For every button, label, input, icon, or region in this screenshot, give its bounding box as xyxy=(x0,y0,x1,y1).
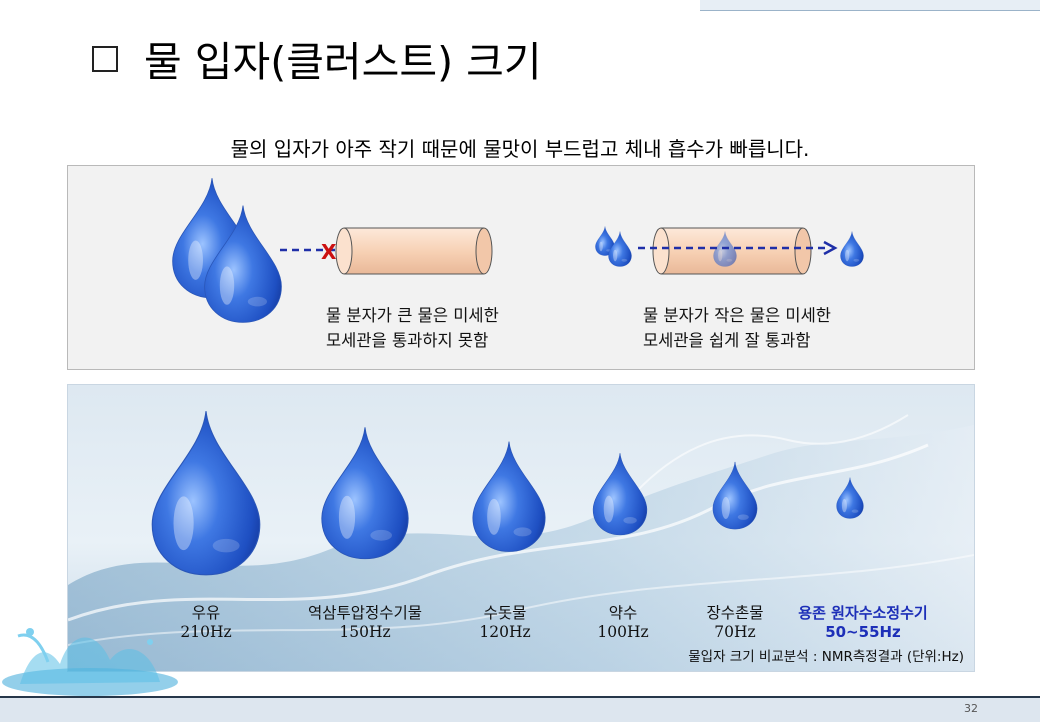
size-comparison-panel: 우유 210Hz 역삼투압정수기물 150Hz 수돗물 120Hz 약수 100… xyxy=(67,384,975,672)
page-title: 물 입자(클러스트) 크기 xyxy=(92,28,542,88)
label-ro-water: 역삼투압정수기물 150Hz xyxy=(307,604,423,641)
water-splash-decoration xyxy=(2,628,178,696)
checkbox-square-icon xyxy=(92,46,118,72)
label-tap-water: 수돗물 120Hz xyxy=(479,604,531,641)
header-accent-bar xyxy=(700,0,1040,11)
caption-large-molecule: 물 분자가 큰 물은 미세한 모세관을 통과하지 못함 xyxy=(326,306,499,350)
label-milk: 우유 210Hz xyxy=(180,604,232,641)
small-drop-icon xyxy=(608,231,632,267)
label-hydrogen-water: 용존 원자수소정수기 50~55Hz xyxy=(798,604,928,641)
drop-tap-water-icon xyxy=(472,441,546,552)
slide-subtitle: 물의 입자가 아주 작기 때문에 물맛이 부드럽고 체내 흡수가 빠릅니다. xyxy=(230,137,810,161)
drop-milk-icon xyxy=(151,410,261,576)
drop-hydrogen-water-icon xyxy=(836,477,864,519)
footer-bar xyxy=(0,696,1040,722)
blocked-x-mark: X xyxy=(321,240,337,264)
arrow-head-icon xyxy=(823,240,838,256)
measurement-note: 물입자 크기 비교분석 : NMR측정결과 (단위:Hz) xyxy=(688,649,964,665)
small-drop-icon xyxy=(840,231,864,267)
label-longevity-water: 장수촌물 70Hz xyxy=(706,604,764,641)
caption-small-molecule: 물 분자가 작은 물은 미세한 모세관을 쉽게 잘 통과함 xyxy=(643,306,831,350)
drop-spring-water-icon xyxy=(592,452,648,536)
drop-ro-water-icon xyxy=(321,426,409,560)
capillary-diagram-panel: X 물 분자가 큰 물은 미세한 모세관을 통과하지 못함 물 분자가 작은 물… xyxy=(67,165,975,370)
page-number: 32 xyxy=(964,702,978,715)
capillary-diagram: X xyxy=(172,177,864,323)
drop-longevity-water-icon xyxy=(712,461,758,530)
capillary-tube-left xyxy=(335,227,493,275)
label-spring-water: 약수 100Hz xyxy=(597,604,649,641)
